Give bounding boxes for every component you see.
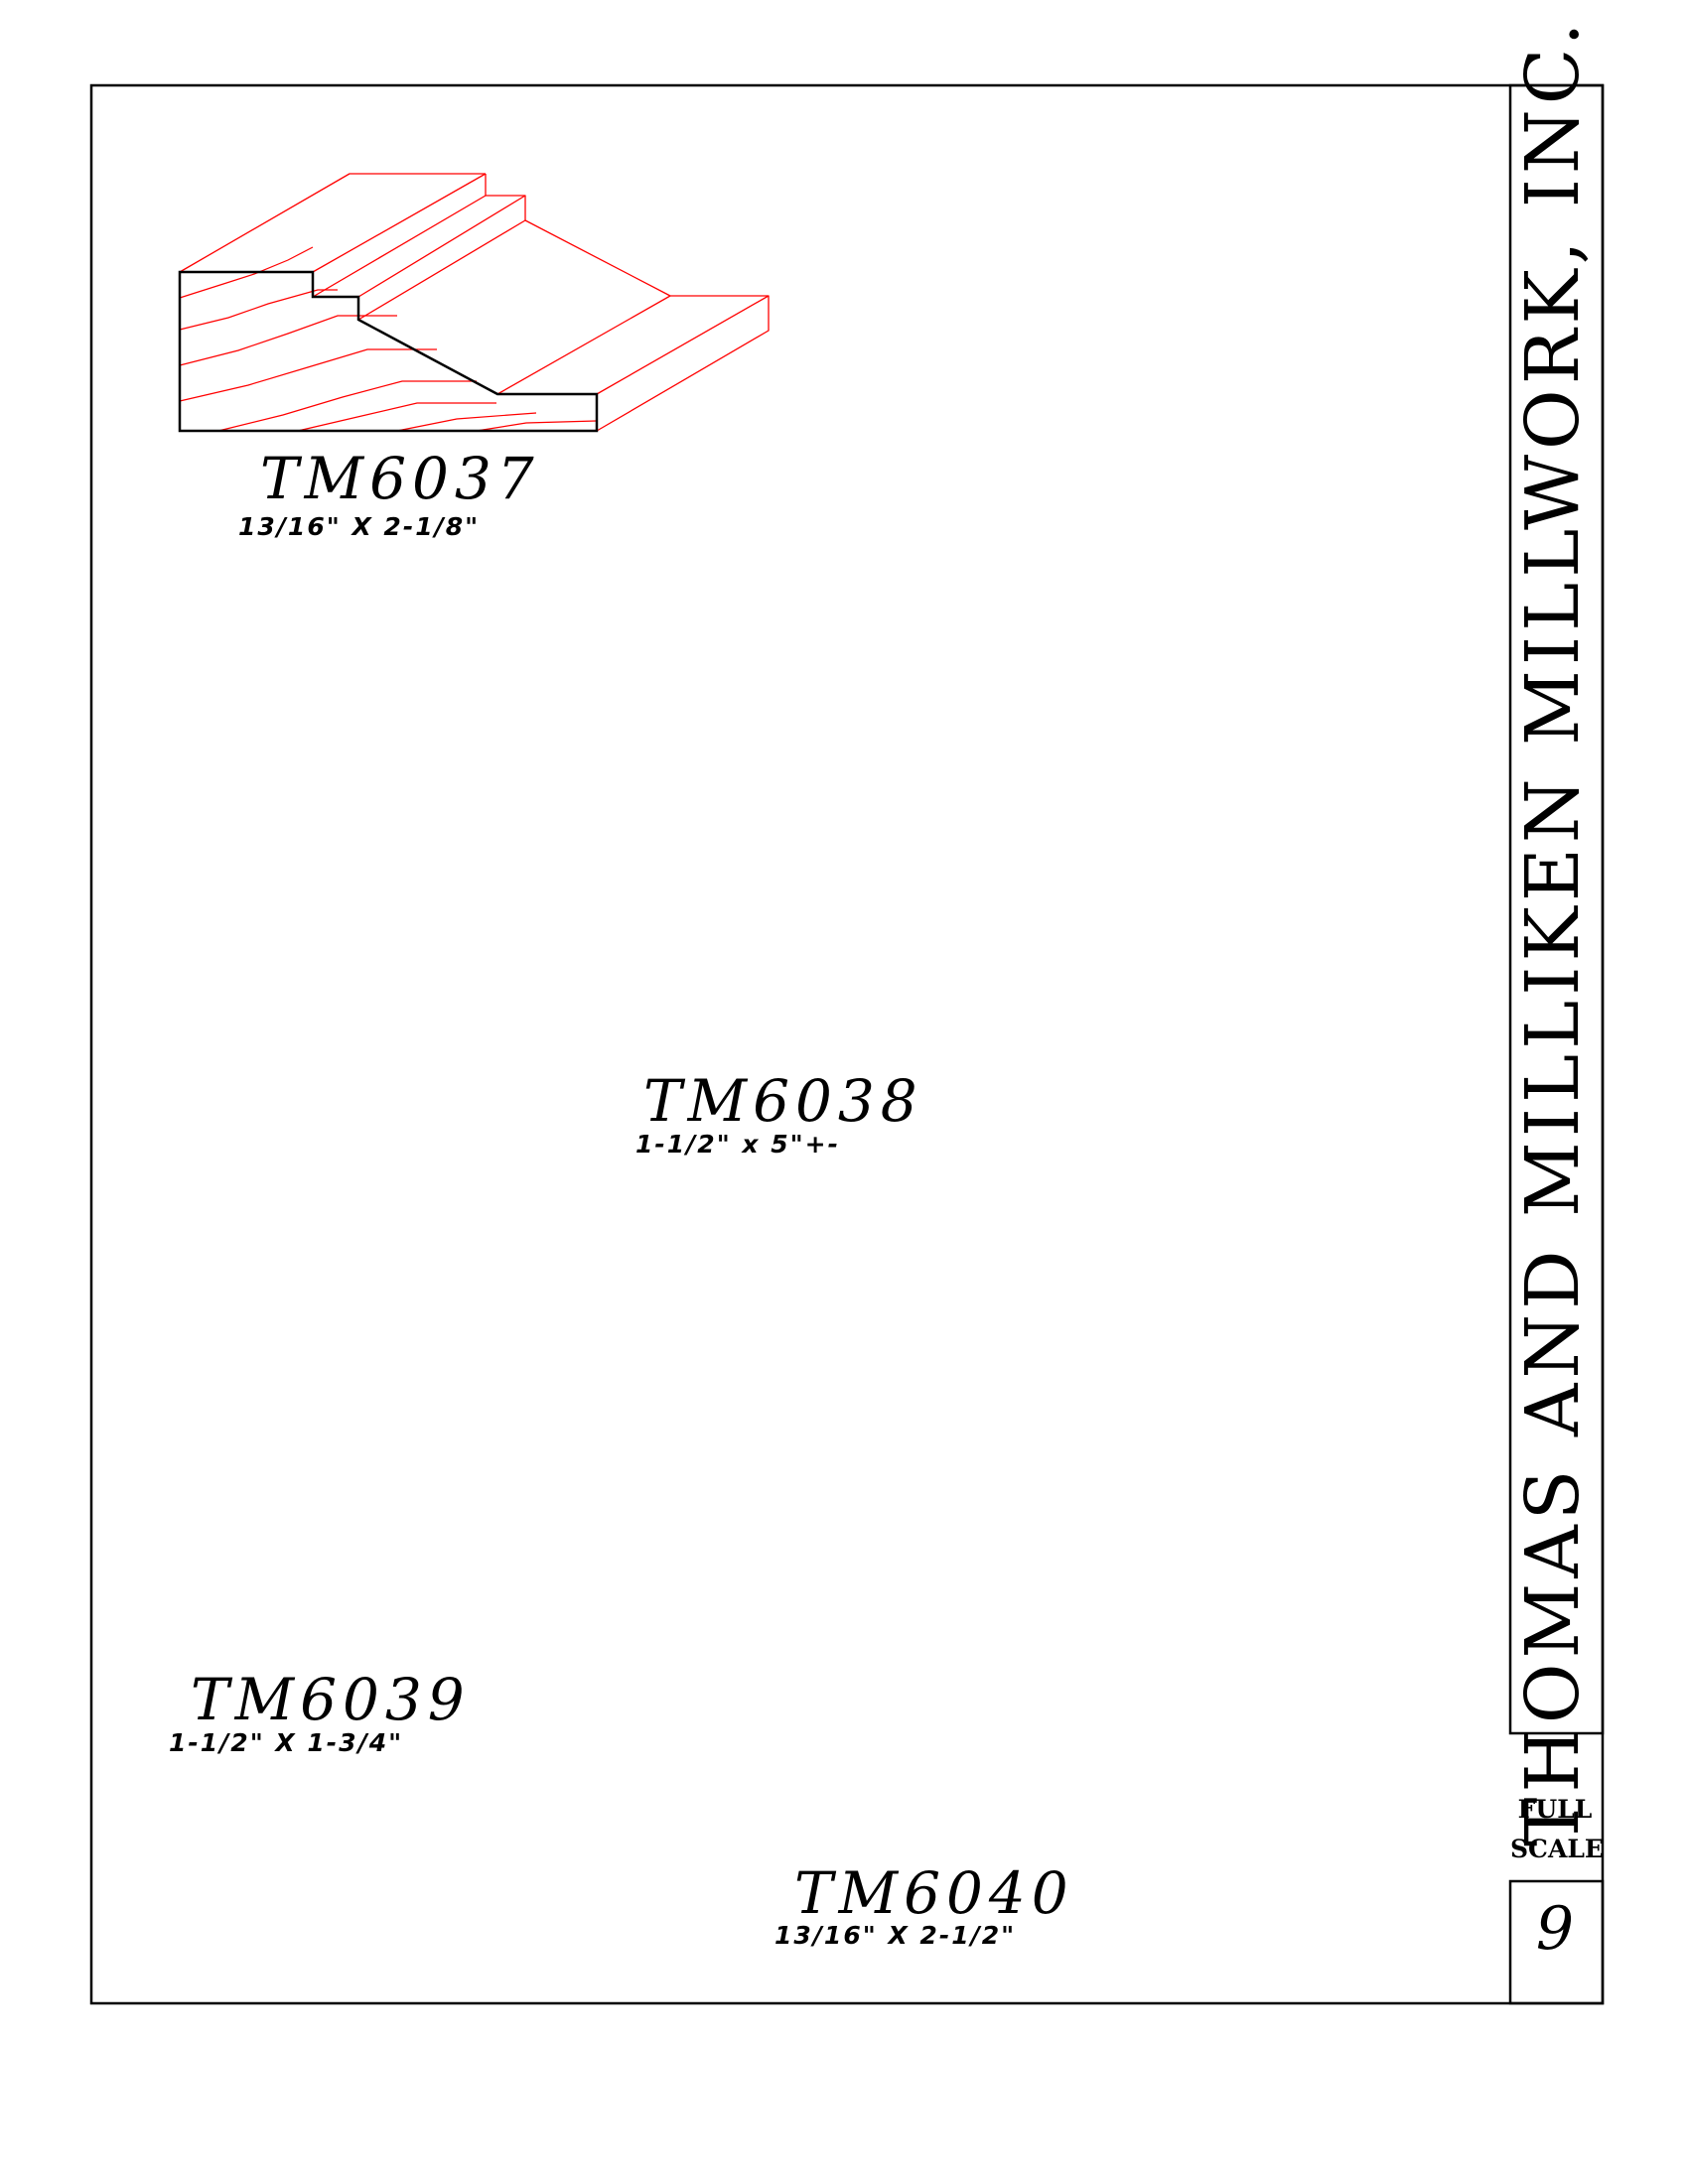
part-number-tm6040: TM6040 bbox=[794, 1859, 1074, 1927]
scale-label-line1: FULL bbox=[1517, 1795, 1593, 1824]
wood-grain bbox=[179, 246, 597, 432]
page-number-box bbox=[1508, 1879, 1605, 2005]
title-box bbox=[1508, 83, 1605, 1735]
part-dimensions-tm6040: 13/16" X 2-1/2" bbox=[774, 1921, 1017, 1950]
profile-drawing-tm6037 bbox=[178, 173, 770, 433]
profile-outline bbox=[178, 270, 599, 433]
extrusion-lines bbox=[179, 173, 770, 432]
company-name: THOMAS AND MILLIKEN MILLWORK, INC. bbox=[1510, 17, 1596, 1846]
part-number-tm6039: TM6039 bbox=[191, 1666, 471, 1733]
part-number-tm6038: TM6038 bbox=[643, 1067, 923, 1135]
part-dimensions-tm6037: 13/16" X 2-1/8" bbox=[238, 512, 481, 541]
part-number-tm6037: TM6037 bbox=[260, 445, 540, 512]
page-number: 9 bbox=[1535, 1894, 1575, 1964]
scale-label-line2: SCALE bbox=[1510, 1835, 1604, 1863]
part-dimensions-tm6038: 1-1/2" x 5"+- bbox=[635, 1130, 840, 1159]
part-dimensions-tm6039: 1-1/2" X 1-3/4" bbox=[169, 1728, 404, 1757]
